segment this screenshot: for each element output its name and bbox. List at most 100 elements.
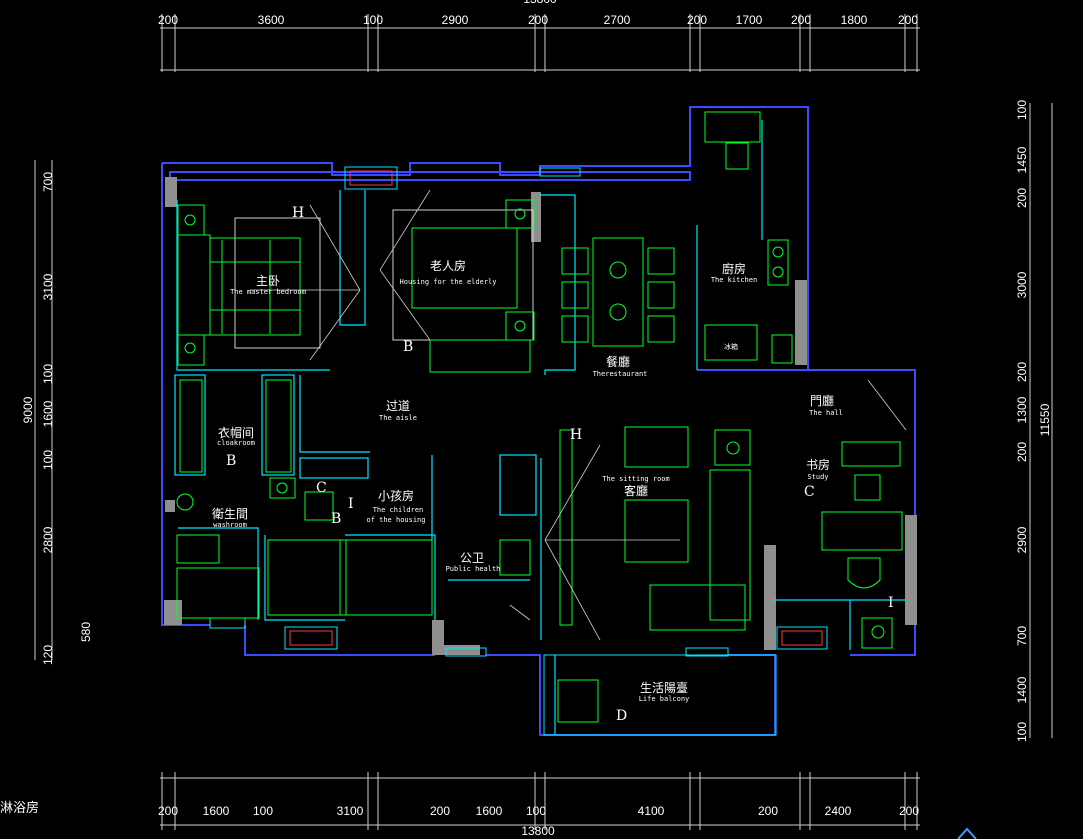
dimension-lines: [34, 14, 1053, 830]
dining-label-en: Therestaurant: [593, 370, 648, 378]
left-total-dim: 9000: [21, 396, 35, 423]
top-dim: 2700: [604, 13, 631, 27]
bottom-dim: 200: [158, 804, 178, 818]
cloakroom-label-en: cloakroom: [217, 439, 255, 447]
children-room-label: 小孩房: [378, 488, 414, 503]
public-toilet-label: 公卫: [460, 551, 484, 565]
top-dim: 200: [158, 13, 178, 27]
washroom-label: 衛生間: [212, 507, 248, 521]
elderly-room-label-en: Housing for the elderly: [400, 278, 497, 286]
balcony-label: 生活陽臺: [640, 680, 688, 695]
master-bedroom-label-en: The master bedroom: [230, 288, 306, 296]
marker-b: B: [403, 339, 413, 355]
marker-d: D: [616, 708, 627, 724]
right-dim: 3000: [1015, 271, 1029, 298]
right-dim: 200: [1015, 362, 1029, 382]
bottom-dim: 100: [253, 804, 273, 818]
marker-b: B: [226, 453, 236, 469]
bottom-dimensions: 200 1600 100 3100 200 1600 100 4100 200 …: [158, 804, 919, 838]
marker-i: I: [888, 595, 894, 611]
door-swings: [250, 189, 907, 641]
study-label-en: Study: [807, 473, 828, 481]
bottom-dim: 4100: [638, 804, 665, 818]
corner-text-line: 淋浴房: [0, 801, 40, 816]
left-dim: 120: [41, 645, 55, 665]
bottom-dim: 1600: [476, 804, 503, 818]
elevation-markers: H H B B B C C I I D: [226, 205, 894, 724]
marker-h: H: [292, 205, 304, 221]
hall-label-en: The hall: [809, 409, 843, 417]
left-dim: 580: [79, 622, 93, 642]
top-dim: 200: [791, 13, 811, 27]
sitting-room-label: 客廳: [624, 483, 648, 498]
windows: [209, 166, 828, 736]
north-arrow-icon: [957, 827, 977, 839]
window-frames-red: [289, 170, 823, 646]
marker-i: I: [348, 496, 354, 512]
left-dim: 1600: [41, 400, 55, 427]
marker-b: B: [331, 511, 341, 527]
furniture: [176, 111, 903, 723]
top-total-dim: 13800: [523, 0, 557, 6]
room-labels: 主卧 The master bedroom 老人房 Housing for th…: [212, 258, 843, 703]
washroom-label-en: washroom: [213, 521, 247, 529]
right-dim: 100: [1015, 100, 1029, 120]
bottom-dim: 200: [430, 804, 450, 818]
dining-label: 餐廳: [606, 354, 630, 369]
left-dim: 3100: [41, 273, 55, 300]
sitting-room-label-en: The sitting room: [602, 475, 669, 483]
aisle-label-en: The aisle: [379, 414, 417, 422]
top-dim: 1800: [841, 13, 868, 27]
top-dim: 200: [687, 13, 707, 27]
left-dim: 100: [41, 450, 55, 470]
top-dim: 2900: [442, 13, 469, 27]
hall-label: 門廳: [810, 393, 834, 408]
right-dim: 100: [1015, 722, 1029, 742]
right-dim: 1450: [1015, 146, 1029, 173]
left-dim: 2800: [41, 526, 55, 553]
marker-h: H: [570, 427, 582, 443]
top-dim: 1700: [736, 13, 763, 27]
top-dim: 3600: [258, 13, 285, 27]
balcony-label-en: Life balcony: [639, 695, 690, 703]
marker-c: C: [804, 484, 815, 500]
right-dim: 1400: [1015, 676, 1029, 703]
right-total-dim: 11550: [1038, 403, 1052, 436]
kitchen-label: 廚房: [722, 261, 746, 276]
interior-partitions: [174, 120, 906, 735]
right-dim: 1300: [1015, 396, 1029, 423]
bottom-dim: 200: [899, 804, 919, 818]
cloakroom-label: 衣帽间: [218, 425, 254, 440]
structural-columns: [164, 177, 917, 655]
top-dim: 200: [528, 13, 548, 27]
right-dim: 200: [1015, 442, 1029, 462]
corner-text: 淋浴房: [0, 797, 39, 816]
bottom-total-dim: 13800: [521, 824, 555, 838]
right-dimensions: 11550 100 1450 200 3000 200 1300 200 290…: [1015, 100, 1052, 742]
left-dim: 100: [41, 364, 55, 384]
top-dimensions: 13800 200 3600 100 2900 200 2700 200 170…: [158, 0, 918, 27]
kitchen-label-en: The kitchen: [711, 276, 757, 284]
right-dim: 2900: [1015, 526, 1029, 553]
aisle-label: 过道: [386, 399, 410, 413]
bottom-dim: 1600: [203, 804, 230, 818]
top-dim: 100: [363, 13, 383, 27]
elderly-room-label: 老人房: [430, 258, 466, 273]
study-label: 书房: [806, 457, 830, 472]
bottom-dim: 200: [758, 804, 778, 818]
fridge-label: 冰箱: [724, 342, 738, 351]
children-room-label-en: of the housing: [366, 516, 425, 524]
bottom-dim: 3100: [337, 804, 364, 818]
bottom-dim: 2400: [825, 804, 852, 818]
marker-c: C: [316, 480, 327, 496]
left-dimensions: 9000 700 3100 100 1600 100 2800 580 120: [21, 172, 93, 665]
public-toilet-label-en: Public health: [446, 565, 501, 573]
children-room-label-en: The children: [373, 506, 424, 514]
left-dim: 700: [41, 172, 55, 192]
right-dim: 700: [1015, 626, 1029, 646]
top-dim: 200: [898, 13, 918, 27]
master-bedroom-label: 主卧: [256, 274, 280, 288]
bottom-dim: 100: [526, 804, 546, 818]
right-dim: 200: [1015, 188, 1029, 208]
